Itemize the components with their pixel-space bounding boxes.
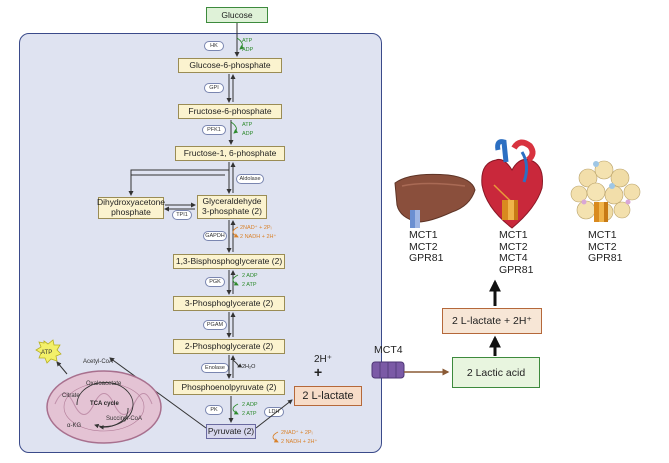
adipose-receptor: GPR81: [588, 252, 623, 264]
atp-label: ATP: [242, 122, 253, 128]
fructose-6-phosphate-node[interactable]: Fructose-6-phosphate: [178, 104, 282, 119]
adipose-receptor: MCT1: [588, 229, 617, 241]
citrate-label: Citrate: [62, 393, 80, 399]
heart-receptor: MCT2: [499, 240, 528, 253]
h-plus-label: 2H⁺: [314, 354, 333, 365]
lactate-hplus-node[interactable]: 2 L-lactate + 2H⁺: [442, 308, 542, 334]
glyceraldehyde-3-phosphate-node[interactable]: Glyceraldehyde 3-phosphate (2): [197, 195, 267, 219]
cofactor-curves: [230, 37, 279, 443]
pyruvate-node[interactable]: Pyruvate (2): [206, 424, 256, 439]
atp-label: ATP: [242, 38, 253, 44]
two-adp-label: 2 ADP: [242, 402, 258, 408]
hk-enzyme[interactable]: HK: [204, 41, 224, 51]
tca-cycle-label: TCA cycle: [90, 401, 119, 407]
adp-label: ADP: [242, 47, 254, 53]
liver-icon: [394, 173, 476, 228]
liver-receptor: MCT2: [409, 240, 438, 253]
mitochondrion-icon: [46, 370, 162, 444]
pgam-enzyme[interactable]: PGAM: [203, 320, 227, 330]
liver-receptor-list: MCT1 MCT2 GPR81: [409, 229, 444, 265]
lactic-acid-node[interactable]: 2 Lactic acid: [452, 357, 540, 388]
2-phosphoglycerate-node[interactable]: 2-Phosphoglycerate (2): [173, 339, 285, 354]
liver-receptor: GPR81: [409, 252, 444, 264]
two-atp-label: 2 ATP: [242, 282, 257, 288]
mct4-transporter-icon: [371, 361, 405, 379]
pgk-enzyme[interactable]: PGK: [205, 277, 225, 287]
glucose-node[interactable]: Glucose: [206, 7, 268, 23]
heart-receptor: GPR81: [499, 263, 534, 276]
pathway-arrows: [109, 23, 293, 429]
tpi1-enzyme[interactable]: TPI1: [172, 210, 192, 220]
succinyl-coa-label: Succinyl-CoA: [106, 416, 142, 422]
pfk1-enzyme[interactable]: PFK1: [202, 125, 226, 135]
aldolase-enzyme[interactable]: Aldolase: [236, 174, 264, 184]
two-atp-label: 2 ATP: [242, 411, 257, 417]
atp-output-arrow: [56, 361, 68, 375]
pk-enzyme[interactable]: PK: [205, 405, 223, 415]
liver-receptor: MCT1: [409, 229, 438, 241]
acetyl-coa-label: Acetyl-CoA: [83, 359, 113, 365]
adipose-receptor: MCT2: [588, 240, 617, 253]
adipose-receptor-list: MCT1 MCT2 GPR81: [588, 229, 623, 265]
nadh-label: 2 NADH + 2H⁺: [240, 234, 277, 240]
heart-receptor: MCT1: [499, 229, 528, 241]
heart-receptor-list: MCT1 MCT2 MCT4 GPR81: [499, 229, 534, 276]
two-adp-label: 2 ADP: [242, 273, 258, 279]
bisphosphoglycerate-node[interactable]: 1,3-Bisphosphoglycerate (2): [173, 254, 285, 269]
gapdh-enzyme[interactable]: GAPDH: [203, 231, 227, 241]
gpi-enzyme[interactable]: GPI: [204, 83, 224, 93]
3-phosphoglycerate-node[interactable]: 3-Phosphoglycerate (2): [173, 296, 285, 311]
fructose-16-phosphate-node[interactable]: Fructose-1, 6-phosphate: [175, 146, 285, 161]
glucose-6-phosphate-node[interactable]: Glucose-6-phosphate: [178, 58, 282, 73]
alpha-kg-label: α-KG: [67, 423, 81, 429]
adipose-tissue-icon: [570, 160, 641, 222]
atp-burst-icon: [35, 339, 62, 364]
heart-icon: [481, 139, 543, 229]
ldh-enzyme[interactable]: LDH: [264, 407, 284, 417]
nad-label: 2NAD⁺ + 2Pᵢ: [281, 430, 313, 436]
nadh-label: 2 NADH + 2H⁺: [281, 439, 318, 445]
plus-sign: +: [314, 364, 323, 380]
heart-receptor: MCT4: [499, 252, 528, 264]
nad-label: 2NAD⁺ + 2Pᵢ: [240, 225, 272, 231]
mct4-label: MCT4: [374, 344, 403, 356]
adp-label: ADP: [242, 131, 254, 137]
l-lactate-node[interactable]: 2 L-lactate: [294, 386, 362, 406]
water-label: 2H₂O: [242, 364, 256, 370]
dihydroxyacetone-phosphate-node[interactable]: Dihydroxyacetone phosphate: [96, 197, 166, 219]
oxaloacetate-label: Oxaloacetate: [86, 381, 122, 387]
phosphoenolpyruvate-node[interactable]: Phosphoenolpyruvate (2): [173, 380, 285, 395]
atp-burst-label: ATP: [41, 350, 52, 356]
